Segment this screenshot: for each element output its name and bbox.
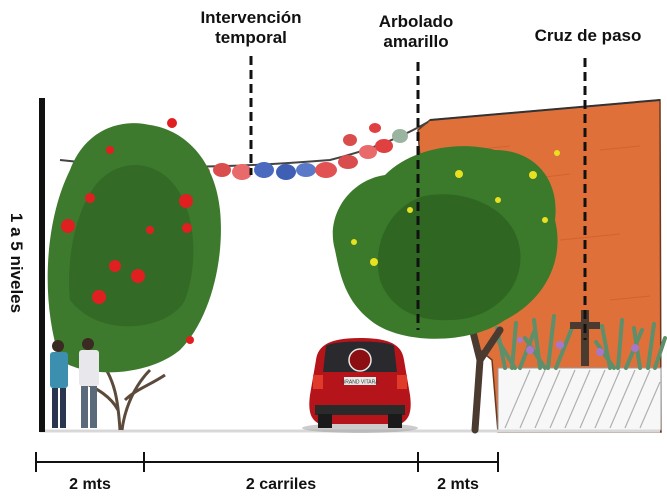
label-arbolado-line2: amarillo (383, 32, 449, 51)
dimension-left: 2 mts (69, 476, 111, 493)
label-arbolado-amarillo: Arbolado amarillo (366, 12, 466, 52)
leader-lines (249, 56, 587, 340)
agave-plants (495, 314, 667, 370)
car-plate: GRAND VITARA (341, 380, 379, 386)
label-arbolado-line1: Arbolado (378, 12, 454, 31)
label-niveles-text: 1 a 5 niveles (7, 212, 26, 314)
right-tree (332, 146, 560, 434)
label-intervencion-line2: temporal (215, 28, 287, 47)
left-tree (47, 118, 221, 431)
car: GRAND VITARA (302, 338, 418, 433)
flowers-planter (517, 337, 639, 356)
planter-fence (497, 367, 662, 431)
label-niveles: 1 a 5 niveles (1, 188, 31, 338)
height-bar (39, 98, 45, 432)
label-intervencion-line1: Intervención (200, 8, 302, 27)
dimension-line (35, 452, 499, 472)
label-cruz-de-paso: Cruz de paso (534, 26, 642, 45)
dimension-middle: 2 carriles (245, 476, 317, 493)
people (50, 338, 99, 428)
label-intervencion-temporal: Intervención temporal (186, 8, 316, 48)
dimension-right: 2 mts (437, 476, 479, 493)
